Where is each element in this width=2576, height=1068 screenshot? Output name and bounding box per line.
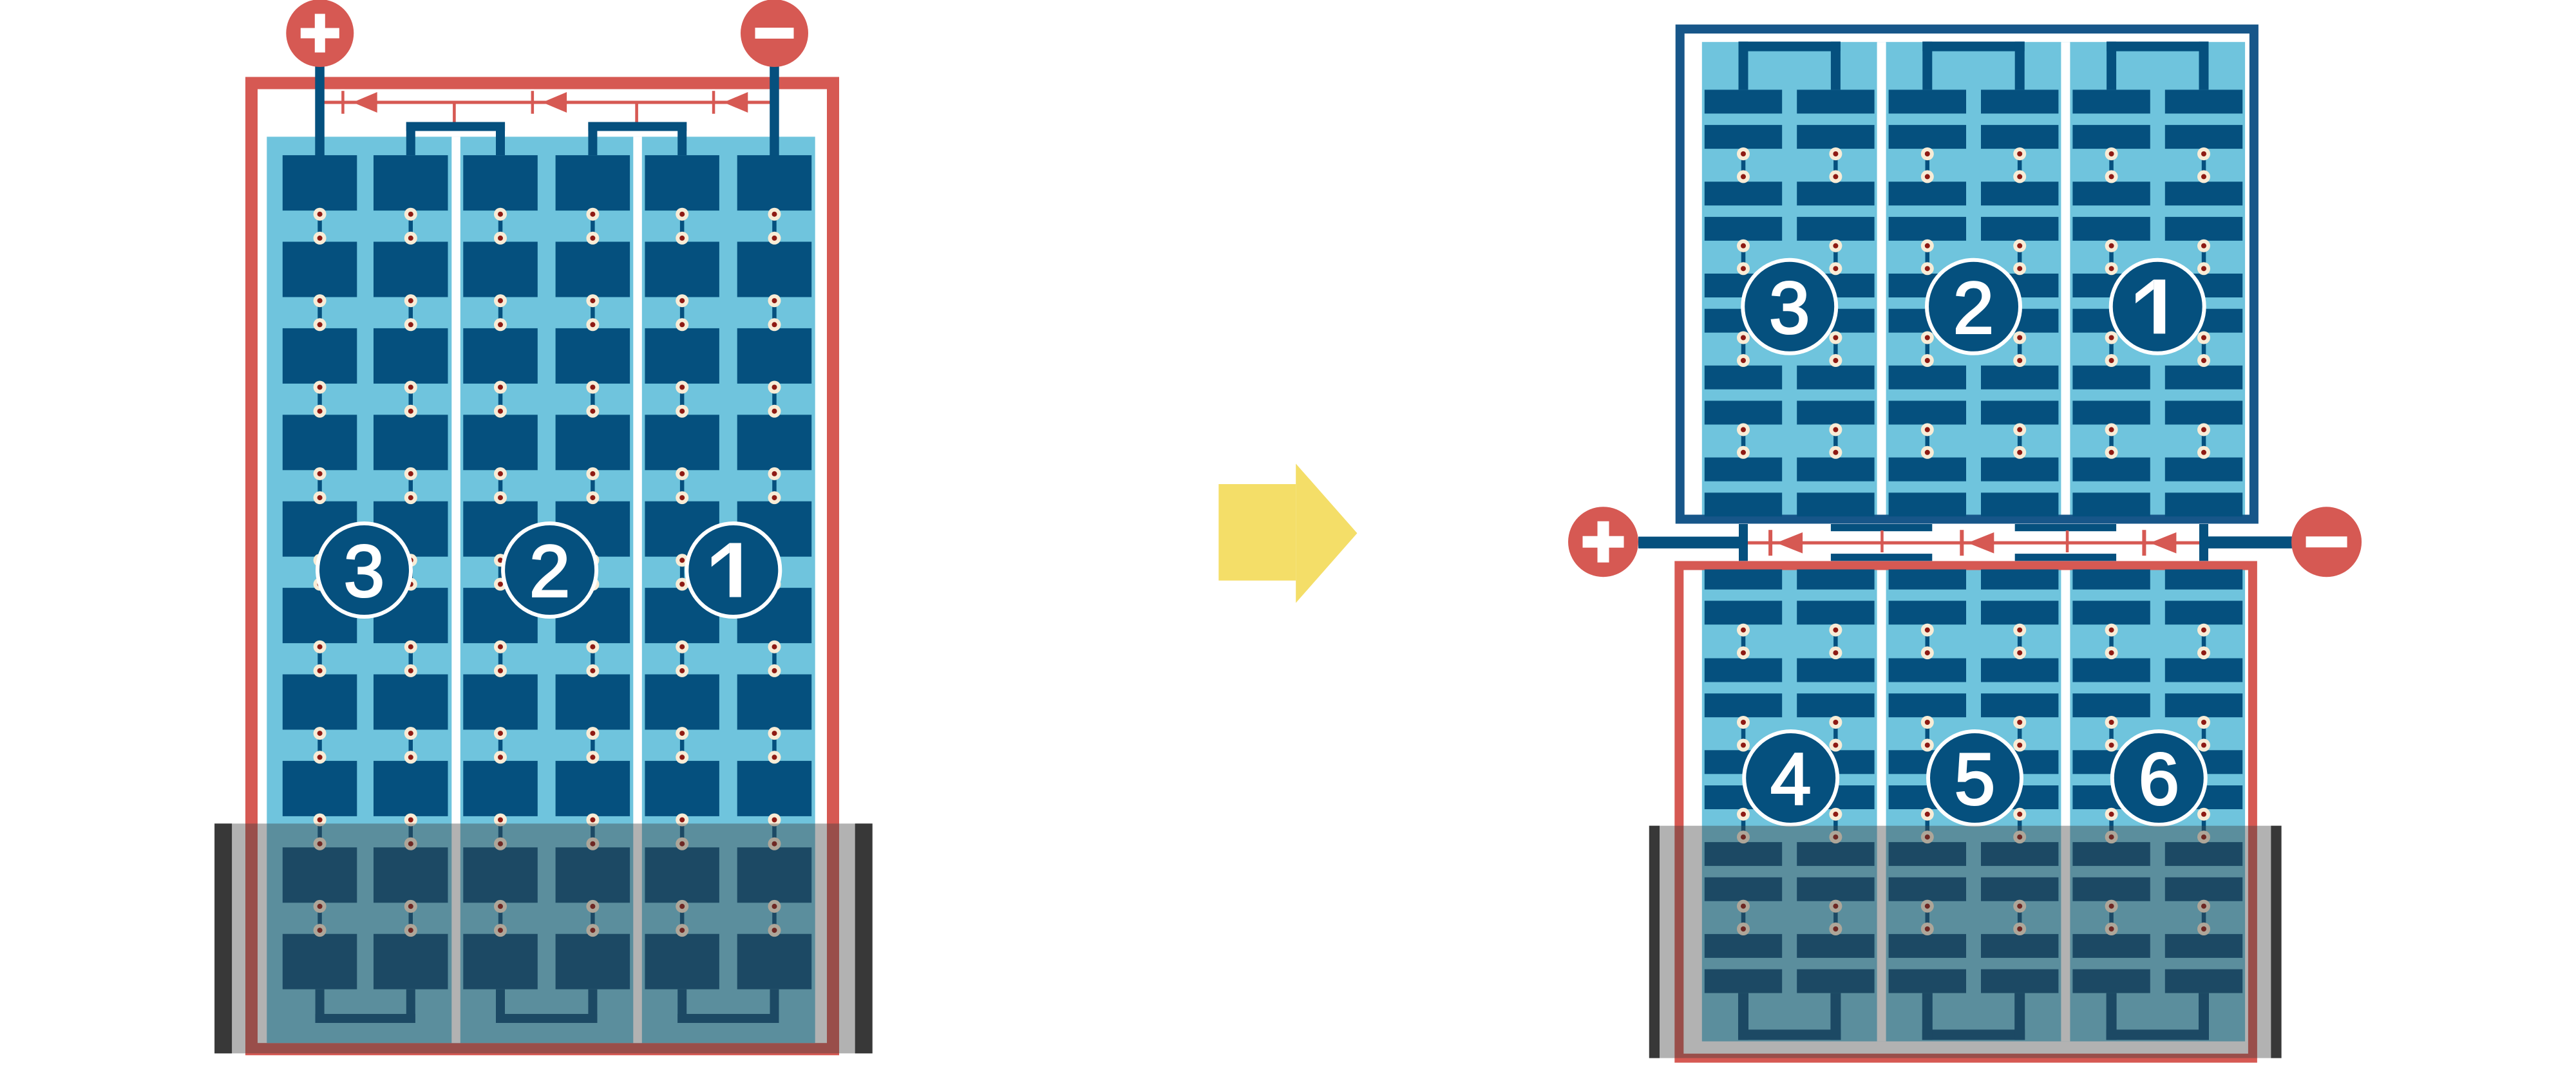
- svg-text:3: 3: [344, 531, 384, 613]
- svg-text:2: 2: [529, 531, 570, 613]
- svg-text:2: 2: [1953, 267, 1994, 349]
- svg-text:5: 5: [1955, 739, 1995, 821]
- svg-text:3: 3: [1769, 267, 1810, 349]
- svg-text:4: 4: [1770, 739, 1811, 821]
- svg-text:6: 6: [2139, 739, 2179, 821]
